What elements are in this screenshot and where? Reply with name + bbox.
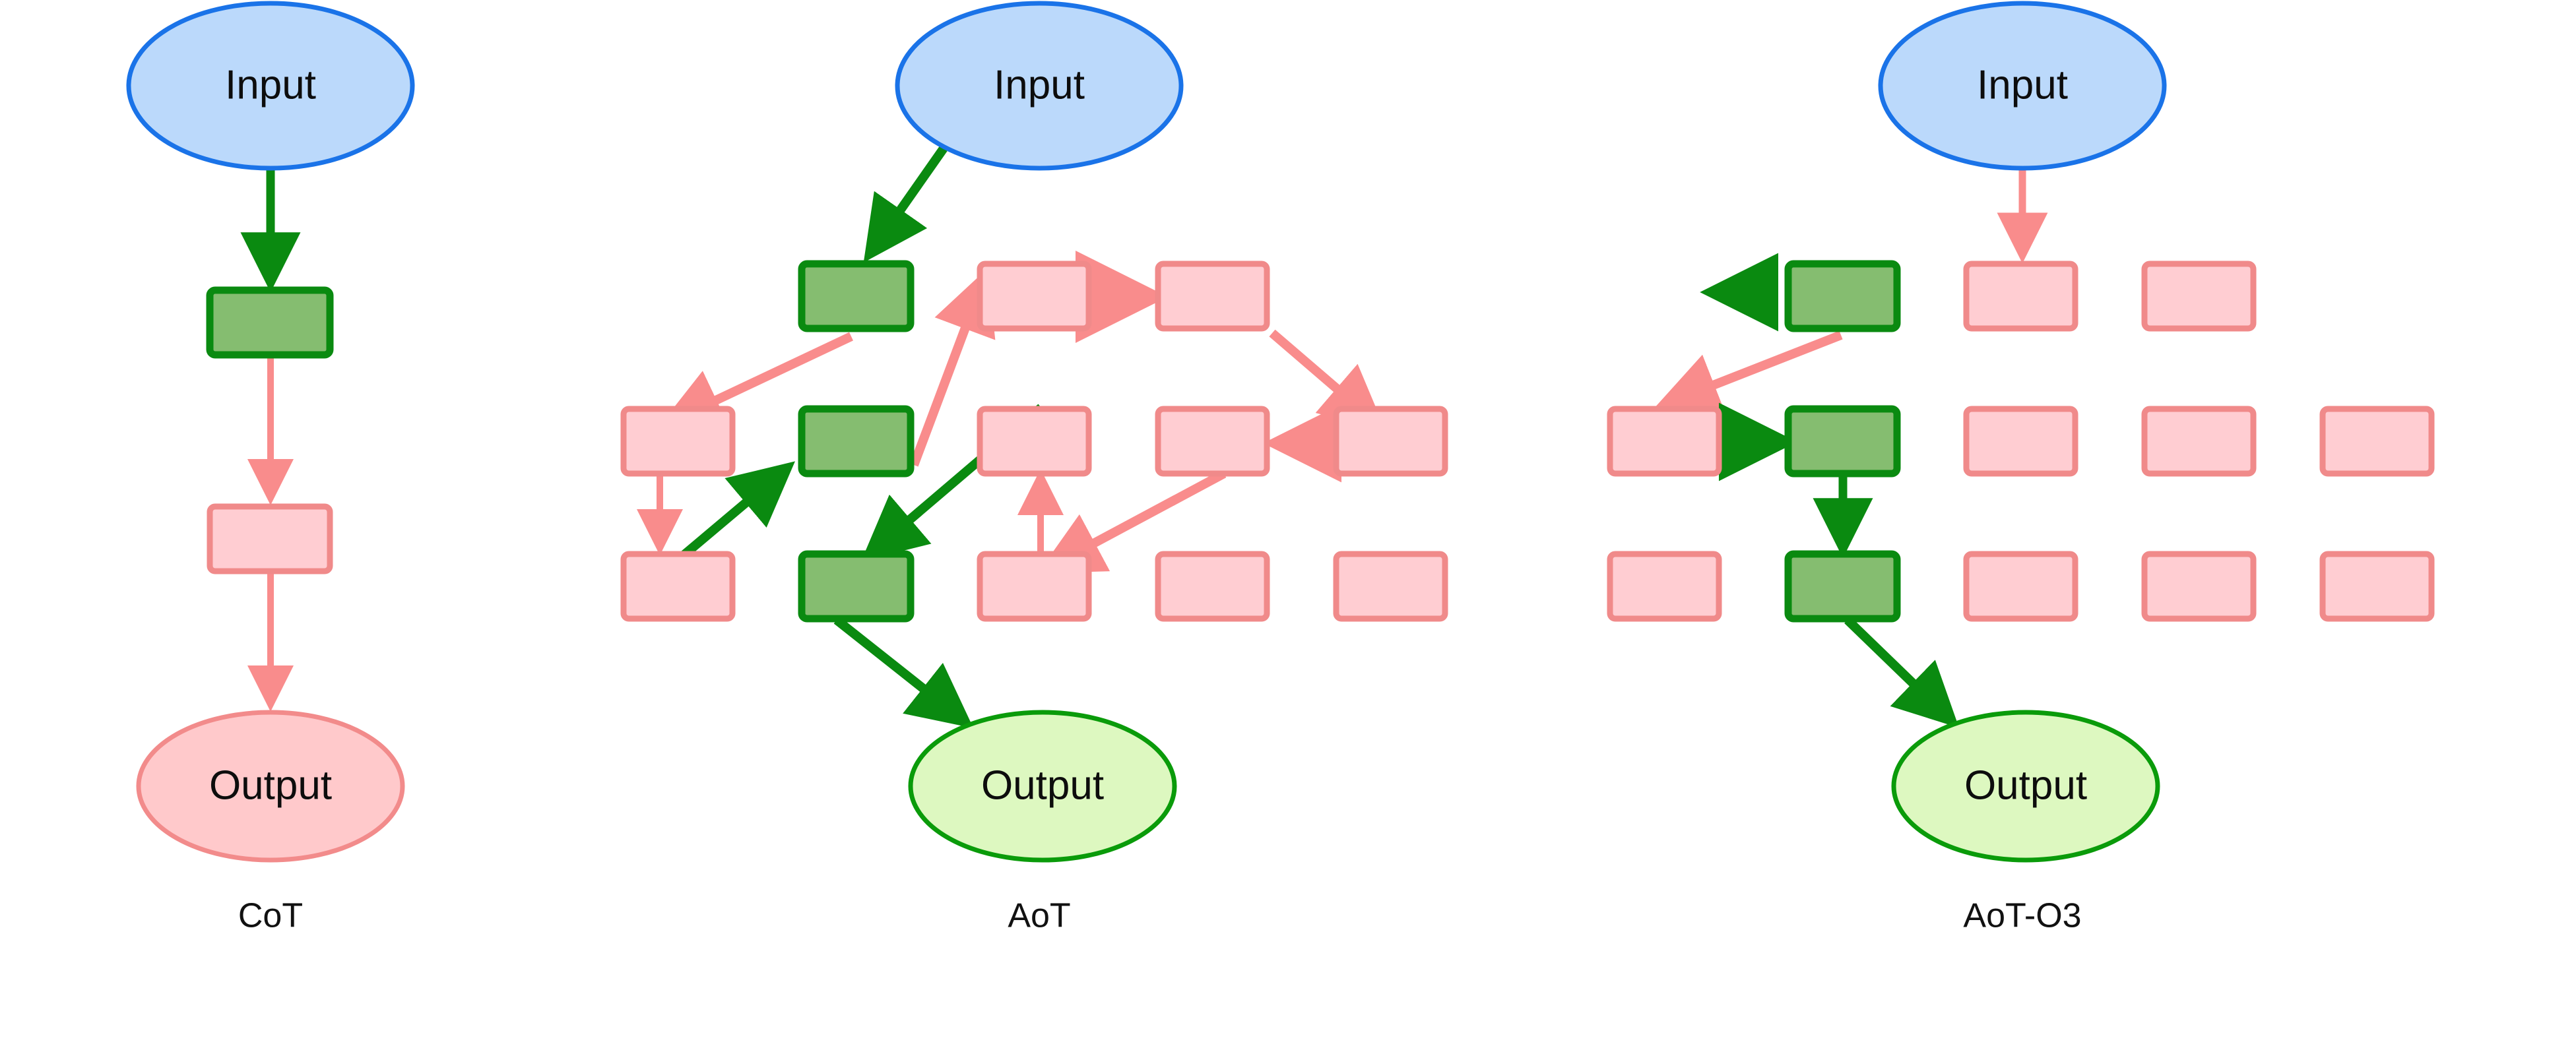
caption-aot-o3: AoT-O3 bbox=[1963, 897, 2081, 935]
aot-step-r0c1-correct[interactable] bbox=[798, 260, 915, 332]
o3-input-label: Input bbox=[1977, 62, 2068, 108]
o3-step-r1c4[interactable] bbox=[2319, 406, 2435, 477]
aot-step-r2c3[interactable] bbox=[1155, 551, 1270, 622]
o3-edge-r2c1-to-output bbox=[1844, 616, 1960, 728]
o3-step-r0c3[interactable] bbox=[2141, 261, 2257, 332]
o3-step-r2c2[interactable] bbox=[1963, 551, 2078, 622]
aot-step-r1c2[interactable] bbox=[977, 406, 1092, 477]
o3-edge-r0c0-to-r1c0 bbox=[1654, 330, 1843, 415]
aot-step-r2c1-correct[interactable] bbox=[798, 550, 915, 623]
aot-output-label: Output bbox=[981, 762, 1104, 808]
o3-step-r0c2[interactable] bbox=[1963, 261, 2078, 332]
aot-input-ellipse[interactable] bbox=[895, 1, 1184, 171]
panel-aot: Input Output AoT bbox=[620, 1, 1448, 935]
aot-step-r0c2[interactable] bbox=[977, 261, 1092, 332]
o3-output-ellipse[interactable] bbox=[1891, 710, 2160, 863]
caption-cot: CoT bbox=[238, 897, 303, 935]
aot-edge-r2c1-to-output bbox=[833, 616, 974, 729]
o3-step-r2c0[interactable] bbox=[1607, 551, 1722, 622]
o3-step-r1c0[interactable] bbox=[1607, 406, 1722, 477]
aot-step-r1c3[interactable] bbox=[1155, 406, 1270, 477]
cot-input-label: Input bbox=[225, 62, 316, 108]
panel-aot-o3: Input Output AoT-O3 bbox=[1607, 1, 2435, 935]
o3-step-r2c4[interactable] bbox=[2319, 551, 2435, 622]
o3-step-r1c2[interactable] bbox=[1963, 406, 2078, 477]
o3-step-r2c1-correct[interactable] bbox=[1784, 550, 1901, 623]
cot-step-green-1[interactable] bbox=[206, 286, 334, 359]
o3-step-r1c1-correct[interactable] bbox=[1784, 405, 1901, 478]
aot-step-r2c4[interactable] bbox=[1333, 551, 1448, 622]
aot-step-r1c0[interactable] bbox=[620, 406, 736, 477]
caption-aot: AoT bbox=[1008, 897, 1070, 935]
aot-input-label: Input bbox=[994, 62, 1085, 108]
o3-step-r2c3[interactable] bbox=[2141, 551, 2257, 622]
cot-output-label: Output bbox=[209, 762, 332, 808]
cot-output-ellipse[interactable] bbox=[136, 710, 405, 863]
cot-step-pink-1[interactable] bbox=[207, 503, 333, 574]
aot-edge-r1c1-to-r0c2 bbox=[909, 268, 996, 467]
o3-step-r1c3[interactable] bbox=[2141, 406, 2257, 477]
aot-step-r1c1-correct[interactable] bbox=[798, 405, 915, 478]
aot-step-r2c2[interactable] bbox=[977, 551, 1092, 622]
panel-cot: Input Output CoT bbox=[126, 1, 415, 935]
cot-input-ellipse[interactable] bbox=[126, 1, 415, 171]
o3-step-r0c1-correct[interactable] bbox=[1784, 260, 1901, 332]
o3-input-ellipse[interactable] bbox=[1878, 1, 2167, 171]
o3-output-label: Output bbox=[1964, 762, 2087, 808]
aot-edge-input-to-r0c1 bbox=[863, 145, 948, 263]
aot-output-ellipse[interactable] bbox=[908, 710, 1177, 863]
aot-step-r2c0[interactable] bbox=[620, 551, 736, 622]
aot-step-r0c3[interactable] bbox=[1155, 261, 1270, 332]
aot-step-r1c4[interactable] bbox=[1333, 406, 1448, 477]
